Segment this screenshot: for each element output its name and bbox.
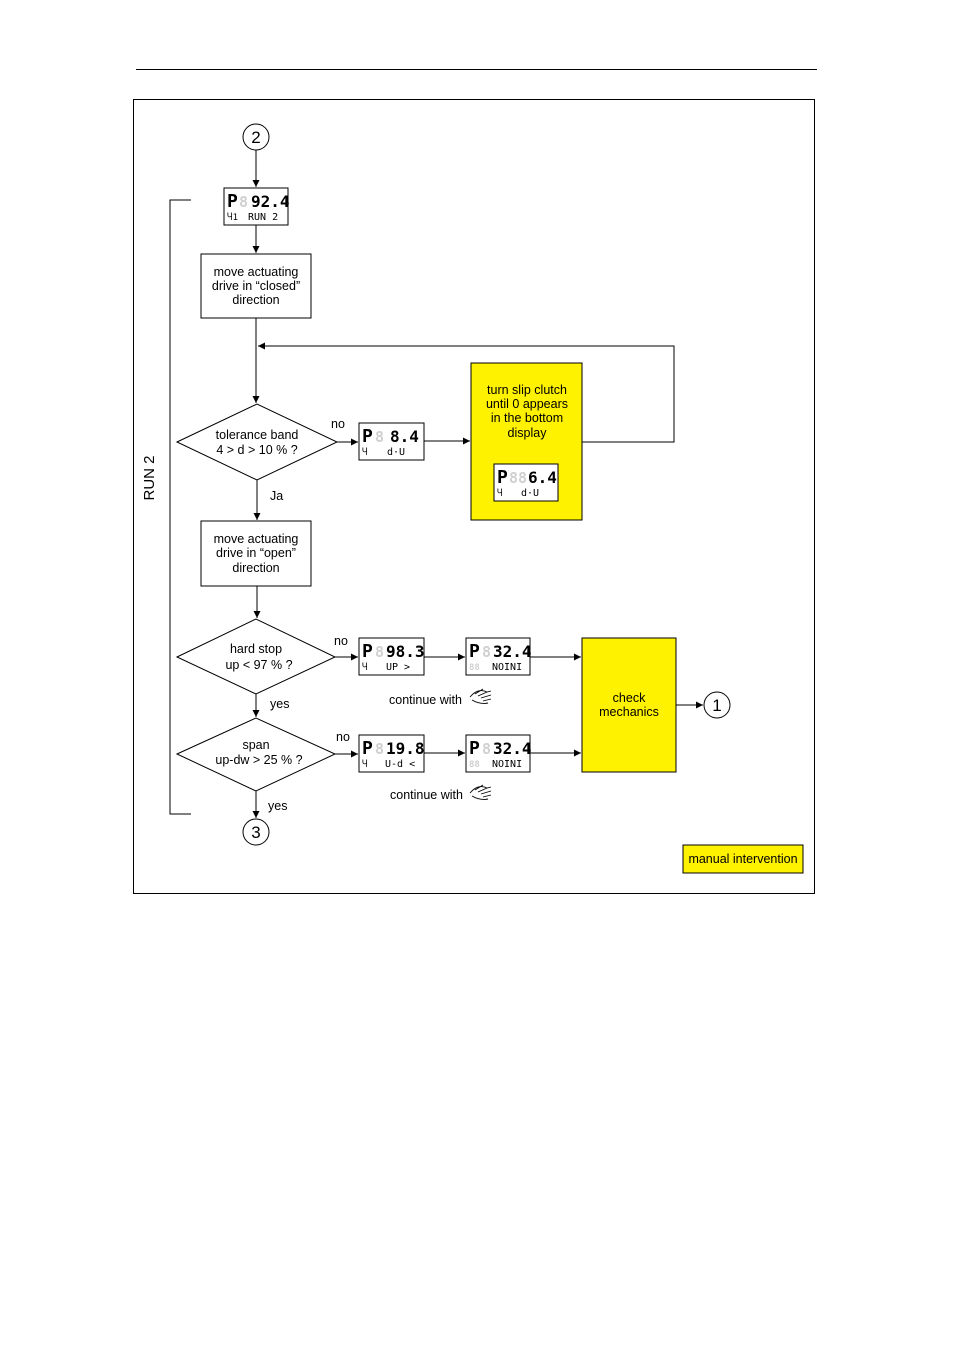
hand-icon-2: [469, 784, 492, 800]
display-updw-icon: Ⴗ: [362, 759, 368, 770]
display-noini2-icon: 88: [469, 760, 480, 770]
display-noini1-sub: NOINI: [492, 662, 522, 673]
run2-label: RUN 2: [141, 455, 158, 500]
display-noini-1: P 8 32.4 88 NOINI: [465, 637, 532, 676]
decision-hard-stop: [175, 618, 337, 695]
display-tol-sub: d·U: [387, 447, 405, 458]
box-check-mechanics: [581, 637, 677, 773]
display-updw-p: P: [362, 738, 373, 759]
display-tol-value: 8.4: [390, 427, 419, 446]
diagram-frame: [133, 99, 815, 894]
box-slip-clutch-line2: until 0 appears: [486, 397, 568, 411]
display-up-sub: UP >: [386, 662, 410, 673]
decision-span-line1: span: [242, 738, 269, 752]
box-move-open-line1: move actuating: [214, 532, 299, 546]
display-noini1-icon: 88: [469, 663, 480, 673]
display-up-p: P: [362, 641, 373, 662]
box-check-mechanics-line1: check: [613, 691, 646, 705]
display-clutch-icon: Ⴗ: [497, 488, 503, 499]
connector-mechanics: [703, 691, 731, 719]
run2-bracket: [169, 199, 191, 815]
display-updw: P 8 19.8 Ⴗ U-d <: [358, 734, 425, 773]
box-slip-clutch-line1: turn slip clutch: [487, 383, 567, 397]
loop-back-line: [258, 342, 675, 443]
display-tol-ghost: 8: [375, 428, 384, 446]
legend-manual-intervention: [682, 844, 804, 874]
box-move-open-line2: drive in “open”: [216, 546, 296, 560]
label-yes-1: yes: [270, 697, 289, 711]
label-no-3: no: [336, 730, 350, 744]
connector-end-label: 3: [251, 823, 260, 842]
box-check-mechanics-line2: mechanics: [599, 705, 659, 719]
display-run2-p: P: [227, 191, 238, 212]
display-up-value: 98.3: [386, 642, 425, 661]
display-noini2-sub: NOINI: [492, 759, 522, 770]
display-tolerance: P 8 8.4 Ⴗ d·U: [358, 422, 425, 461]
display-noini2-p: P: [469, 738, 480, 759]
display-noini1-ghost: 8: [482, 643, 491, 661]
display-noini2-ghost: 8: [482, 740, 491, 758]
display-noini-2: P 8 32.4 88 NOINI: [465, 734, 532, 773]
display-run2-value: 92.4: [251, 192, 290, 211]
decision-span-line2: up-dw > 25 % ?: [215, 753, 302, 767]
display-noini1-p: P: [469, 641, 480, 662]
label-ja: Ja: [270, 489, 283, 503]
connector-start-label: 2: [251, 128, 260, 147]
box-move-closed: [200, 253, 312, 319]
header-rule: [136, 69, 817, 70]
display-tol-p: P: [362, 426, 373, 447]
box-move-open-line3: direction: [232, 561, 279, 575]
display-updw-value: 19.8: [386, 739, 425, 758]
display-run2: P 8 92.4 Ⴗ1 RUN 2: [223, 187, 290, 226]
connector-end: [242, 818, 270, 846]
label-no-2: no: [334, 634, 348, 648]
decision-tolerance-line2: 4 > d > 10 % ?: [216, 443, 297, 457]
display-clutch: P 88 6.4 Ⴗ d·U: [493, 463, 559, 502]
decision-hard-stop-line1: hard stop: [230, 642, 282, 656]
display-clutch-p: P: [497, 467, 508, 488]
label-no-1: no: [331, 417, 345, 431]
continue-text-1: continue with: [389, 693, 462, 707]
label-yes-2: yes: [268, 799, 287, 813]
display-run2-sub: RUN 2: [248, 212, 278, 223]
display-run2-icon: Ⴗ1: [227, 212, 238, 223]
display-updw-sub: U-d <: [385, 759, 415, 770]
box-slip-clutch-line4: display: [508, 426, 548, 440]
box-move-closed-line2: drive in “closed”: [212, 279, 300, 293]
display-run2-ghost: 8: [239, 193, 248, 211]
continue-text-2: continue with: [390, 788, 463, 802]
box-move-closed-line3: direction: [232, 293, 279, 307]
box-move-closed-line1: move actuating: [214, 265, 299, 279]
decision-tolerance-line1: tolerance band: [216, 428, 299, 442]
hand-icon-1: [469, 688, 492, 704]
connector-mechanics-label: 1: [712, 696, 721, 715]
display-clutch-ghost: 88: [509, 469, 527, 487]
display-up: P 8 98.3 Ⴗ UP >: [358, 637, 425, 676]
display-noini2-value: 32.4: [493, 739, 532, 758]
box-slip-clutch-line3: in the bottom: [491, 411, 563, 425]
display-tol-icon: Ⴗ: [362, 447, 368, 458]
display-updw-ghost: 8: [375, 740, 384, 758]
decision-tolerance: [175, 403, 339, 481]
display-up-icon: Ⴗ: [362, 662, 368, 673]
display-up-ghost: 8: [375, 643, 384, 661]
decision-hard-stop-line2: up < 97 % ?: [225, 658, 292, 672]
display-clutch-sub: d·U: [521, 488, 539, 499]
legend-label: manual intervention: [688, 852, 797, 866]
box-move-open: [200, 520, 312, 587]
display-noini1-value: 32.4: [493, 642, 532, 661]
display-clutch-value: 6.4: [528, 468, 557, 487]
